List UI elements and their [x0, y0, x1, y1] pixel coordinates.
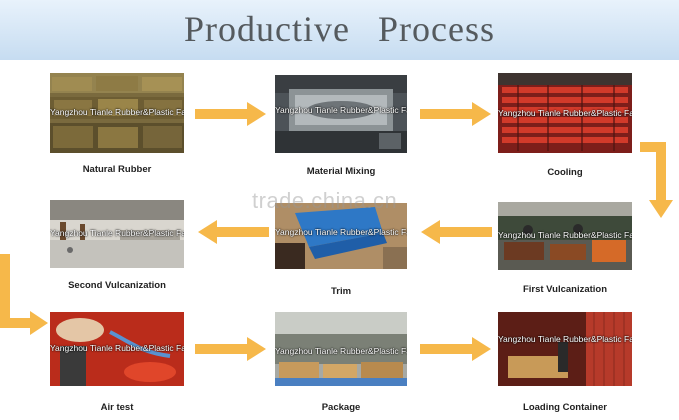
arrow-turn-down-icon: [640, 142, 673, 218]
factory-watermark: Yangzhou Tianle Rubber&Plastic Factory: [50, 343, 184, 353]
factory-watermark: Yangzhou Tianle Rubber&Plastic Factory: [275, 346, 407, 356]
factory-watermark: Yangzhou Tianle Rubber&Plastic Factory: [275, 105, 407, 115]
step-label: Cooling: [547, 167, 583, 178]
arrow-left-icon: [421, 220, 492, 244]
photo-trim: Yangzhou Tianle Rubber&Plastic Factory: [275, 203, 407, 269]
step-label: Natural Rubber: [82, 164, 152, 175]
photo-loading-container: Yangzhou Tianle Rubber&Plastic Factory: [498, 312, 632, 386]
title-banner: Productive Process: [0, 0, 679, 60]
factory-watermark: Yangzhou Tianle Rubber&Plastic Factory: [50, 228, 184, 238]
site-watermark: trade.china.cn: [252, 188, 398, 213]
factory-watermark: Yangzhou Tianle Rubber&Plastic Factory: [498, 108, 632, 118]
step-label: Second Vulcanization: [68, 280, 166, 291]
factory-watermark: Yangzhou Tianle Rubber&Plastic Factory: [498, 230, 632, 240]
step-label: Loading Container: [523, 402, 607, 413]
photo-package: Yangzhou Tianle Rubber&Plastic Factory: [275, 312, 407, 386]
photo-natural-rubber: Yangzhou Tianle Rubber&Plastic Factory: [50, 73, 184, 153]
arrow-right-icon: [195, 102, 266, 126]
step-label: Trim: [330, 286, 352, 297]
step-label: First Vulcanization: [522, 284, 608, 295]
arrow-right-icon: [195, 337, 266, 361]
arrow-right-icon: [420, 102, 491, 126]
factory-watermark: Yangzhou Tianle Rubber&Plastic Factory: [275, 227, 407, 237]
photo-material-mixing: Yangzhou Tianle Rubber&Plastic Factory: [275, 75, 407, 153]
step-label: Package: [321, 402, 361, 413]
arrow-left-icon: [198, 220, 269, 244]
arrow-right-icon: [420, 337, 491, 361]
arrow-turn-right-icon: [0, 254, 48, 335]
photo-air-test: Yangzhou Tianle Rubber&Plastic Factory: [50, 312, 184, 386]
photo-first-vulcanization: Yangzhou Tianle Rubber&Plastic Factory: [498, 202, 632, 270]
photo-second-vulcanization: Yangzhou Tianle Rubber&Plastic Factory: [50, 200, 184, 268]
step-label: Air test: [100, 402, 134, 413]
page-title: Productive Process: [184, 9, 495, 49]
factory-watermark: Yangzhou Tianle Rubber&Plastic Factory: [50, 107, 184, 117]
step-label: Material Mixing: [306, 166, 376, 177]
photo-cooling: Yangzhou Tianle Rubber&Plastic Factory: [498, 73, 632, 153]
factory-watermark: Yangzhou Tianle Rubber&Plastic Factory: [498, 334, 632, 344]
